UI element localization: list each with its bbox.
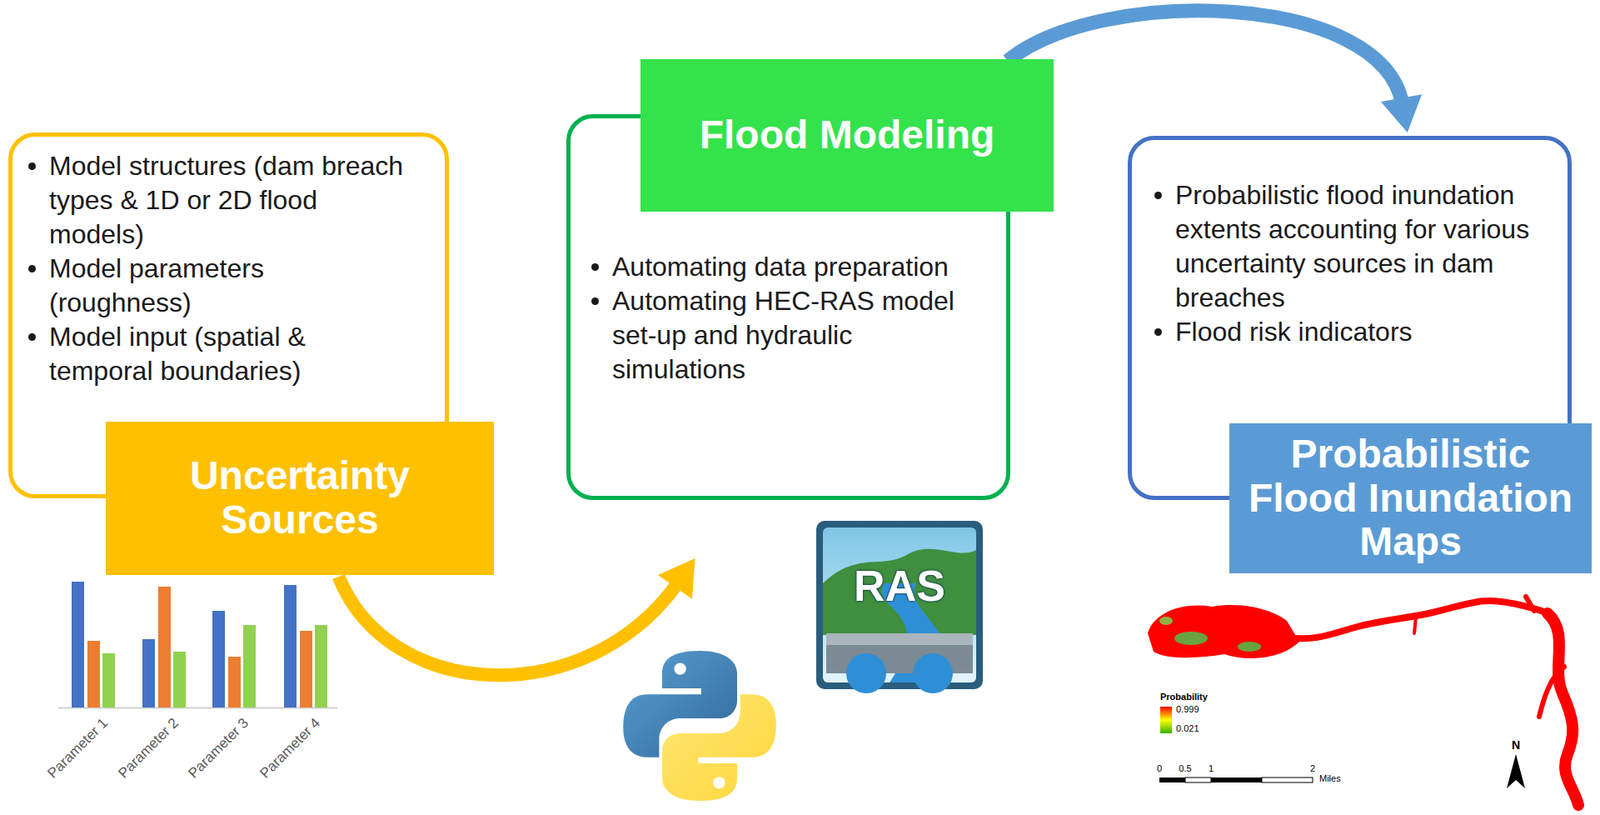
heading-box: Probabilistic Flood Inundation Maps — [1229, 423, 1592, 574]
heading-box: Flood Modeling — [640, 59, 1054, 212]
arrow-head — [657, 558, 696, 599]
bullet-text: Model structures (dam breach types & 1D … — [49, 149, 408, 252]
bar — [142, 638, 155, 708]
scale-number: 0 — [1156, 762, 1162, 774]
bar — [102, 652, 115, 708]
axis-label: Parameter 1 — [44, 714, 112, 782]
bar — [87, 640, 100, 708]
bar — [314, 624, 328, 708]
legend-value: 0.999 — [1176, 703, 1200, 715]
bullet-list: Model structures (dam breach types & 1D … — [25, 149, 408, 389]
bullet-item: Model structures (dam breach types & 1D … — [25, 149, 408, 252]
bullet-text: Model input (spatial & temporal boundari… — [49, 319, 408, 389]
map-lake — [1147, 604, 1300, 658]
uncertainty-box: Uncertainty SourcesModel structures (dam… — [8, 132, 449, 499]
bar — [243, 624, 256, 708]
bullet-item: Automating data preparation — [588, 249, 971, 285]
probability-ramp — [1160, 706, 1172, 733]
bar — [212, 610, 225, 708]
python-eye — [712, 776, 725, 788]
bullet-text: Flood risk indicators — [1175, 314, 1542, 349]
heading-box: Uncertainty Sources — [105, 421, 494, 575]
bullet-list: Probabilistic flood inundation extents a… — [1151, 178, 1542, 349]
flow-arrow — [338, 558, 696, 675]
legend-title: Probability — [1160, 691, 1208, 703]
bullet-item: Flood risk indicators — [1151, 314, 1542, 349]
logo-text: RAS — [853, 561, 946, 612]
inundation-maps-box: Probabilistic Flood Inundation MapsProba… — [1127, 135, 1572, 500]
bar-chart — [58, 581, 338, 708]
bar — [284, 584, 297, 708]
north-arrow — [1506, 753, 1526, 788]
bullet-dot — [591, 297, 599, 305]
bar — [71, 581, 85, 708]
bar — [228, 656, 241, 708]
bullet-dot — [1154, 328, 1162, 336]
bullet-text: Probabilistic flood inundation extents a… — [1175, 178, 1542, 315]
bullet-item: Model input (spatial & temporal boundari… — [25, 319, 408, 389]
bullet-item: Probabilistic flood inundation extents a… — [1151, 178, 1542, 315]
heading-text: Uncertainty Sources — [112, 453, 488, 543]
flow-arrow — [1007, 10, 1422, 133]
axis-label: Parameter 3 — [185, 714, 253, 782]
bar — [173, 651, 186, 708]
python-logo — [623, 650, 777, 801]
inundation-map — [1147, 596, 1579, 805]
heading-text: Flood Modeling — [699, 113, 996, 158]
map-river — [1547, 613, 1579, 805]
flow-curve — [1007, 10, 1403, 105]
legend-value: 0.021 — [1176, 722, 1200, 734]
scale-number: 2 — [1310, 762, 1316, 774]
bullet-text: Model parameters (roughness) — [49, 251, 408, 320]
bullet-dot — [28, 162, 36, 170]
axis-label: Parameter 4 — [257, 714, 324, 782]
map-river — [1286, 600, 1550, 639]
scale-number: 1 — [1208, 762, 1214, 774]
bullet-dot — [1154, 191, 1162, 200]
north-label: N — [1511, 737, 1521, 752]
flow-curve — [338, 576, 679, 675]
heading-text: Probabilistic Flood Inundation Maps — [1236, 432, 1586, 564]
bar — [158, 586, 171, 708]
arrow-head — [1380, 94, 1422, 133]
axis-label: Parameter 2 — [115, 714, 183, 782]
bar — [299, 630, 313, 708]
flood-modeling-box: Flood ModelingAutomating data preparatio… — [566, 114, 1011, 500]
bullet-item: Model parameters (roughness) — [25, 251, 408, 320]
python-yellow — [662, 693, 777, 801]
bullet-item: Automating HEC-RAS model set-up and hydr… — [588, 284, 971, 387]
bullet-text: Automating data preparation — [612, 249, 971, 285]
scale-unit: Miles — [1319, 772, 1341, 784]
python-eye — [673, 662, 686, 674]
scale-bar — [1159, 777, 1313, 783]
hec-ras-logo — [816, 520, 983, 693]
bullet-list: Automating data preparationAutomating HE… — [588, 249, 971, 387]
bullet-dot — [591, 263, 599, 271]
bullet-text: Automating HEC-RAS model set-up and hydr… — [612, 284, 971, 387]
bullet-dot — [28, 264, 36, 273]
bullet-dot — [28, 333, 36, 341]
scale-number: 0.5 — [1178, 762, 1192, 774]
